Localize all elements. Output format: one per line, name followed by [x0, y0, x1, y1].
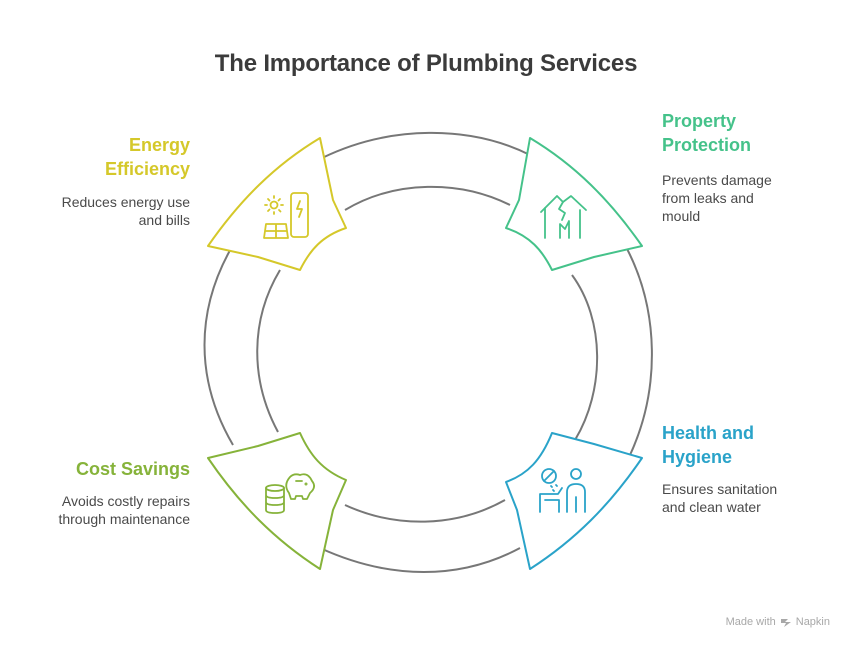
footer-brand: Napkin: [795, 616, 830, 628]
solar-energy-icon: [263, 192, 309, 239]
energy-heading: Energy Efficiency: [104, 135, 190, 179]
energy-description: Reduces energy use and bills: [61, 194, 190, 228]
page-title: The Importance of Plumbing Services: [214, 50, 638, 77]
napkin-logo-icon: [780, 618, 791, 627]
broken-house-icon: [540, 195, 587, 239]
cost-heading: Cost Savings: [75, 459, 190, 479]
ring-arc-right: [571, 244, 653, 456]
ring-arc-left: [203, 244, 281, 446]
cost-arrow: [207, 432, 347, 570]
ring-arc-bottom: [319, 499, 521, 573]
piggy-bank-coins-icon: [265, 473, 315, 514]
cost-description: Avoids costly repairs through maintenanc…: [58, 493, 190, 527]
made-with-napkin-footer[interactable]: Made with Napkin: [726, 616, 830, 628]
energy-arrow: [207, 137, 347, 271]
property-description: Prevents damage from leaks and mould: [662, 172, 772, 224]
health-arrow: [505, 432, 643, 570]
property-heading: Property Protection: [662, 111, 752, 155]
health-description: Ensures sanitation and clean water: [662, 481, 778, 515]
ring-arc-top: [321, 131, 531, 211]
handwashing-icon: [539, 468, 586, 513]
health-heading: Health and Hygiene: [662, 423, 755, 467]
property-arrow: [505, 137, 643, 271]
footer-prefix: Made with: [725, 616, 776, 628]
cycle-ring: [203, 131, 653, 573]
